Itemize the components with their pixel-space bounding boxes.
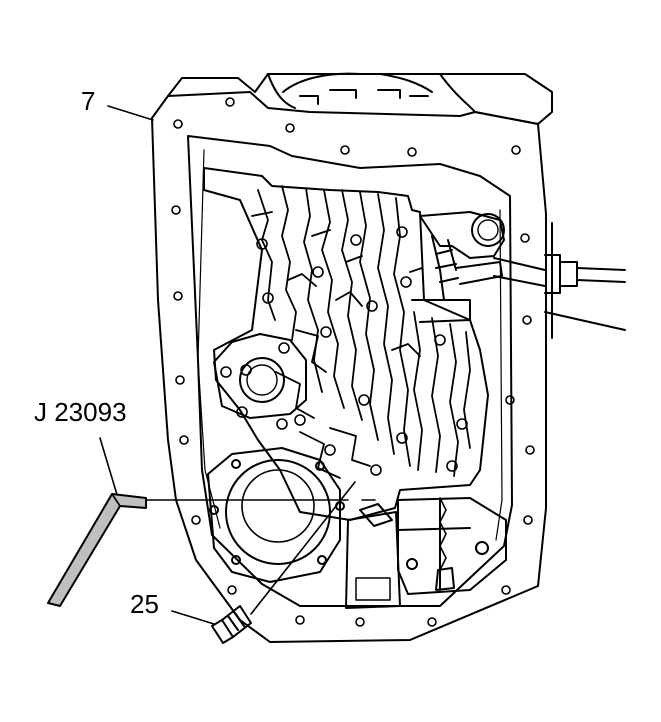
callout-j23093: J 23093 [34,397,127,427]
pan-inner-wall [187,135,513,607]
lower-right-housing [397,497,507,595]
valve-body-passages [251,185,471,479]
pan-flange-outer [151,91,547,643]
callout-7: 7 [81,86,96,116]
servo-upper [213,333,307,419]
pan-floor-edge [197,149,503,541]
bolt-25 [211,481,356,644]
lower-center-housing [345,503,401,609]
valve-body-bolt-bosses [220,226,468,476]
flange-bolt-holes [171,97,535,627]
callout-25: 25 [130,589,159,619]
side-fitting [493,222,626,339]
housing-upper [167,72,553,125]
tool-j23093 [47,493,147,607]
valve-body-plate [203,167,489,521]
manual-valve-linkage [411,211,505,323]
leader-lines [99,105,376,625]
